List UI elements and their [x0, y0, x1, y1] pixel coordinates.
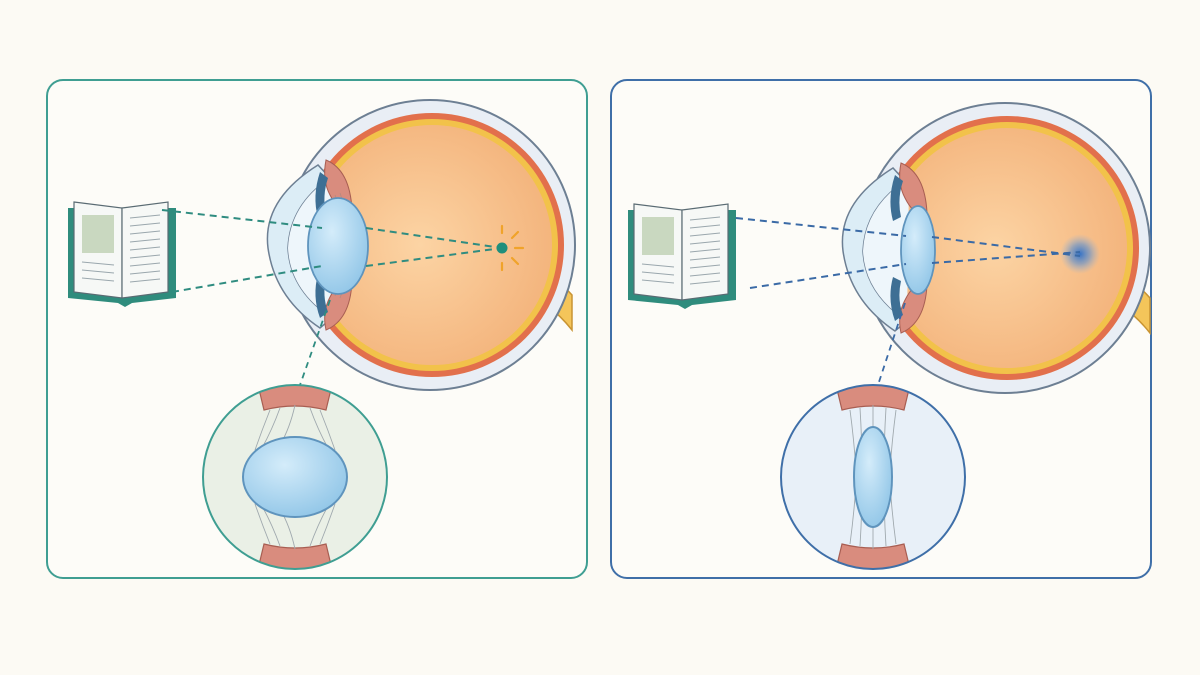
panel-presbyopic — [610, 79, 1152, 579]
light-rays — [161, 209, 503, 293]
open-book-icon — [628, 203, 736, 309]
zoom-leader-line — [299, 299, 331, 386]
iris-lower — [890, 277, 903, 321]
eye-cross-section-icon — [266, 99, 576, 391]
inset-lens-thin — [853, 426, 893, 528]
iris-upper — [890, 175, 903, 221]
inset-lens-thick — [242, 436, 348, 518]
iris-lower — [315, 274, 328, 318]
light-rays — [735, 217, 1081, 289]
crystalline-lens-thick — [307, 197, 369, 295]
vitreous — [312, 125, 552, 365]
lens-zoom-inset-icon — [780, 384, 966, 570]
vitreous — [887, 128, 1127, 368]
lens-zoom-inset-icon — [202, 384, 388, 570]
panel-accommodated — [46, 79, 588, 579]
focus-sparkle-icon — [500, 224, 525, 272]
zoom-leader-line — [877, 302, 906, 386]
iris-upper — [315, 172, 328, 218]
crystalline-lens-thin — [900, 205, 936, 295]
focus-point-blurred — [1060, 234, 1100, 274]
eye-cross-section-icon — [841, 102, 1151, 394]
focus-point-sharp — [496, 224, 525, 272]
open-book-icon — [68, 201, 176, 307]
